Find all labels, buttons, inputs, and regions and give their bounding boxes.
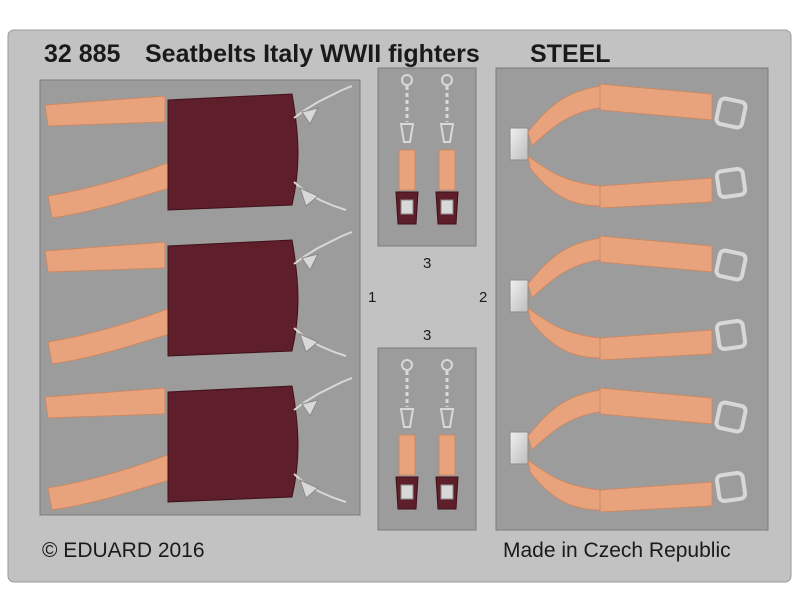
panel-part-3-top — [377, 67, 477, 247]
part-2-harness-unit — [509, 235, 748, 361]
part-number-3-top: 3 — [423, 255, 432, 272]
part-number-3-bottom: 3 — [423, 327, 432, 344]
material-label: STEEL — [530, 40, 611, 68]
part-1-belt-unit — [44, 377, 353, 511]
part-number-2: 2 — [479, 289, 488, 306]
part-3-strap-pair — [395, 74, 459, 225]
part-number-1: 1 — [368, 289, 377, 306]
part-1-belt-unit — [44, 231, 353, 365]
panel-part-2 — [495, 67, 769, 531]
product-title: Seatbelts Italy WWII fighters — [145, 40, 480, 68]
part-2-harness-unit — [509, 387, 748, 513]
part-2-harness-unit — [509, 83, 748, 209]
part-3-strap-pair — [395, 359, 459, 510]
panel-part-3-bottom — [377, 347, 477, 531]
origin-text: Made in Czech Republic — [503, 539, 731, 562]
product-code: 32 885 — [44, 40, 121, 68]
copyright-text: © EDUARD 2016 — [42, 539, 205, 562]
part-1-belt-unit — [44, 85, 353, 219]
